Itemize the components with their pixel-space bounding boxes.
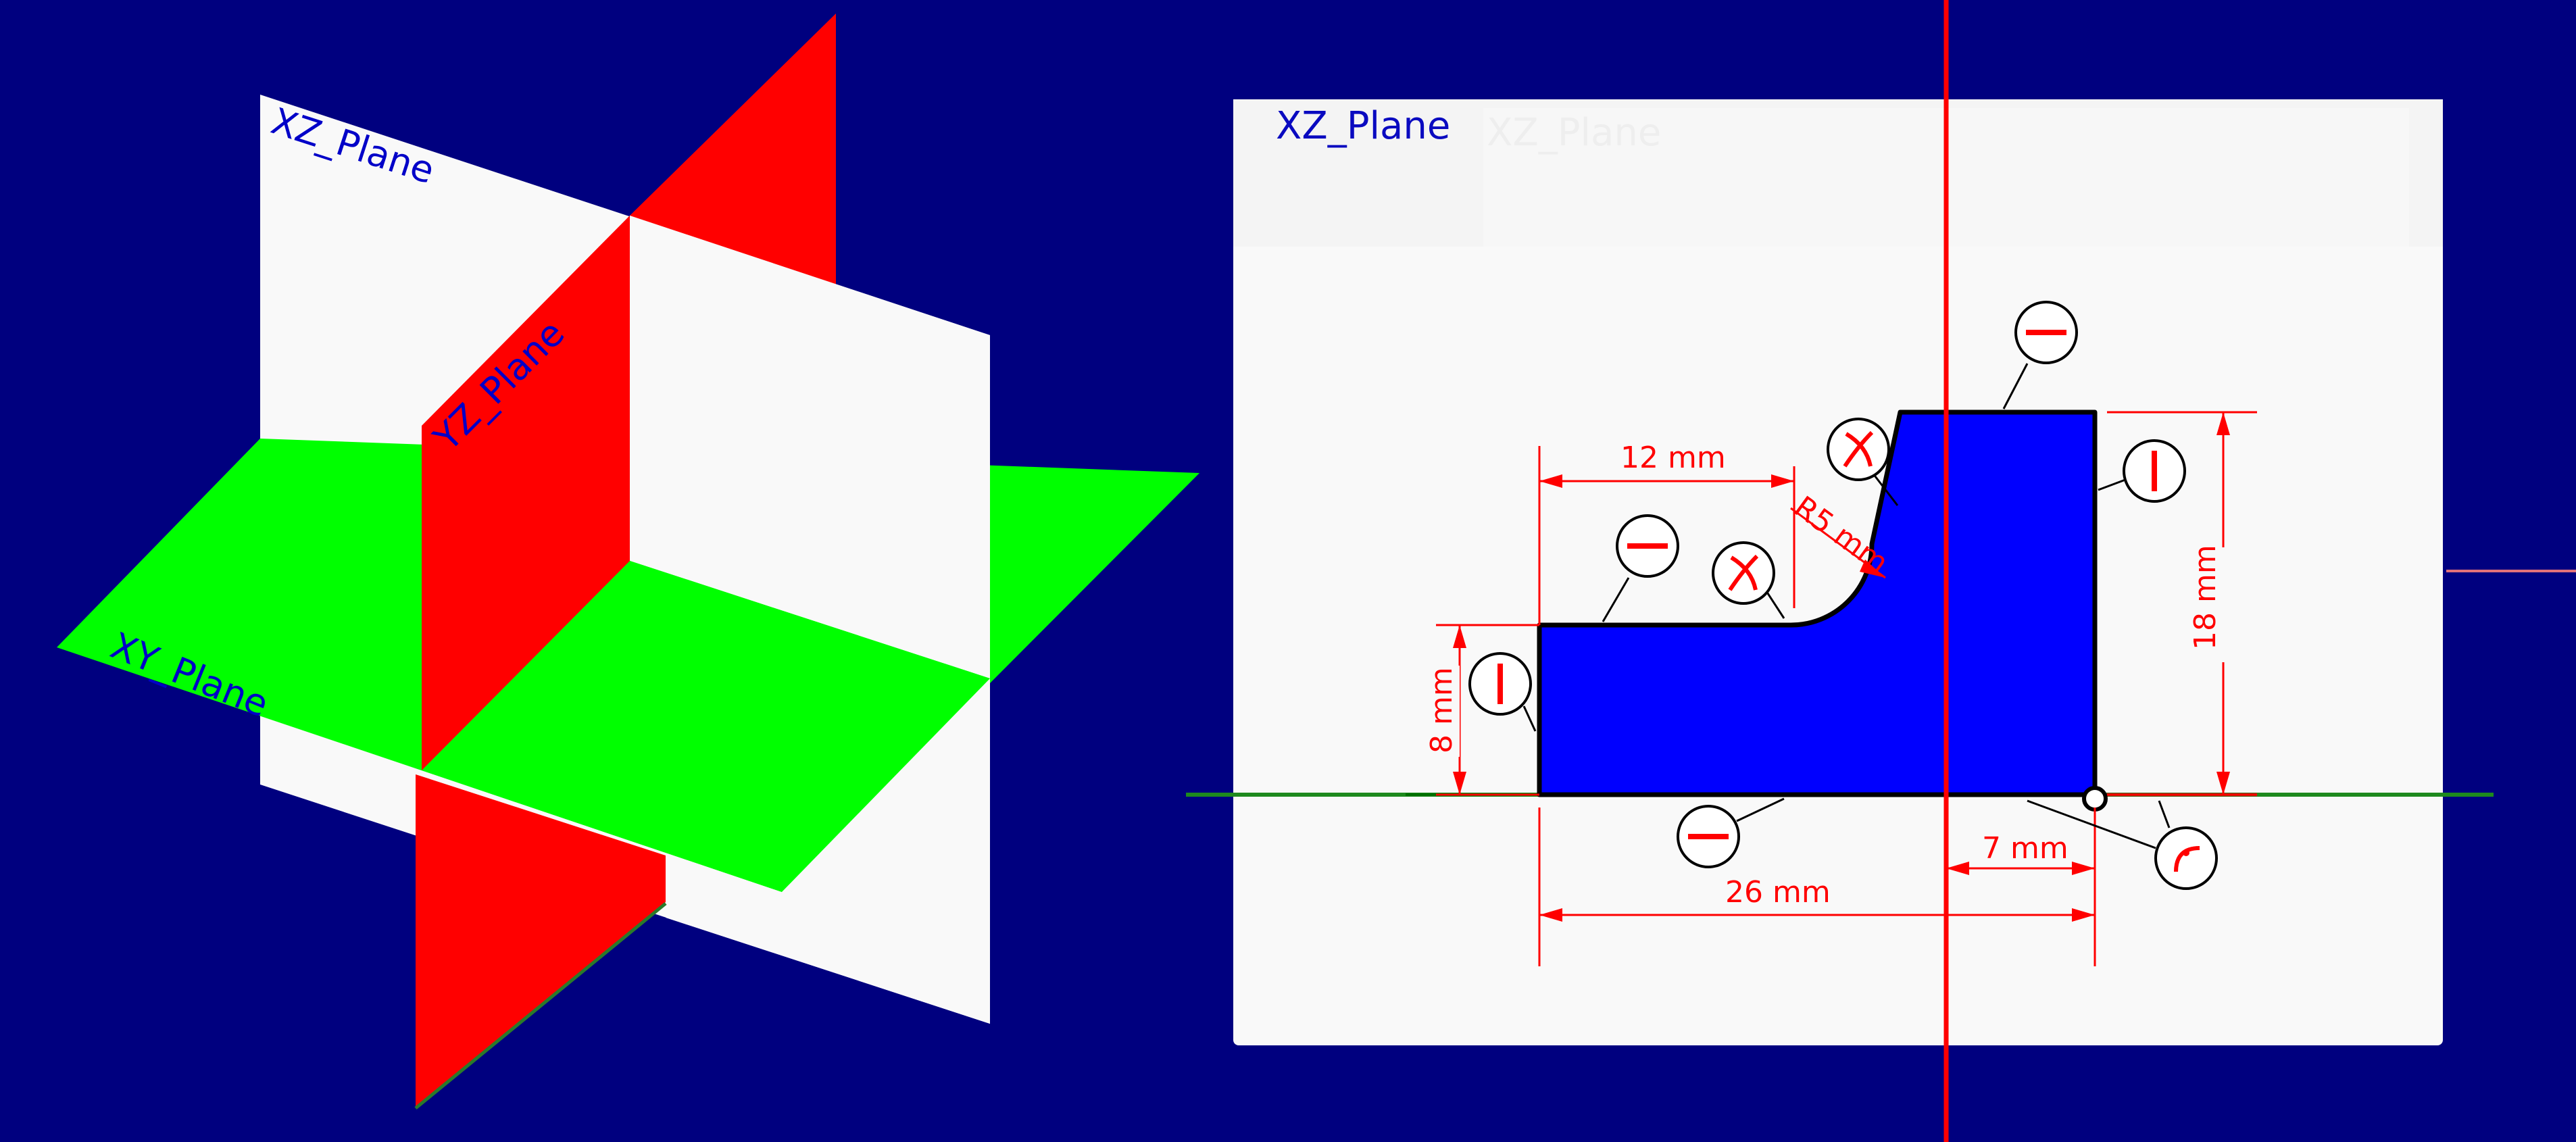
- sketch-ghost-title: XZ_Plane: [1487, 111, 1661, 155]
- yz-plane-front-upper[interactable]: [422, 216, 630, 770]
- tangent-constraint-icon[interactable]: [1827, 418, 1899, 506]
- sketch-view[interactable]: XZ_Plane XZ_Plane: [1186, 0, 2576, 1142]
- horizontal-constraint-icon[interactable]: [1602, 514, 1679, 622]
- vertical-constraint-icon[interactable]: [2098, 439, 2186, 503]
- xy-plane-edge-line: [414, 902, 667, 1110]
- dimension-right-height[interactable]: 18 mm: [2188, 545, 2223, 650]
- xz-plane-front-upper: [630, 216, 990, 678]
- yz-plane-front-lower[interactable]: [416, 774, 666, 1108]
- vertical-constraint-icon[interactable]: [1468, 652, 1537, 732]
- xz-plane-front-lower: [666, 678, 990, 1024]
- horizontal-constraint-icon[interactable]: [2002, 301, 2078, 409]
- horizontal-constraint-icon[interactable]: [1677, 797, 1785, 868]
- sketch-profile[interactable]: [1537, 409, 2098, 797]
- tangent-constraint-icon[interactable]: [1712, 541, 1785, 619]
- dimension-left-height[interactable]: 8 mm: [1425, 667, 1459, 753]
- sketch-title: XZ_Plane: [1276, 104, 1450, 148]
- xy-plane-front: [422, 561, 990, 892]
- datum-planes-3d-view[interactable]: XZ_Plane YZ_Plane XY_Plane: [57, 14, 1199, 1110]
- coincident-origin-icon[interactable]: [2027, 799, 2218, 890]
- sketch-sheet: [1233, 99, 2443, 1045]
- origin-point[interactable]: [2082, 786, 2108, 812]
- dimension-top-width[interactable]: 12 mm: [1620, 441, 1726, 475]
- dimension-origin-offset[interactable]: 7 mm: [1982, 831, 2069, 866]
- dimension-total-width[interactable]: 26 mm: [1725, 875, 1831, 910]
